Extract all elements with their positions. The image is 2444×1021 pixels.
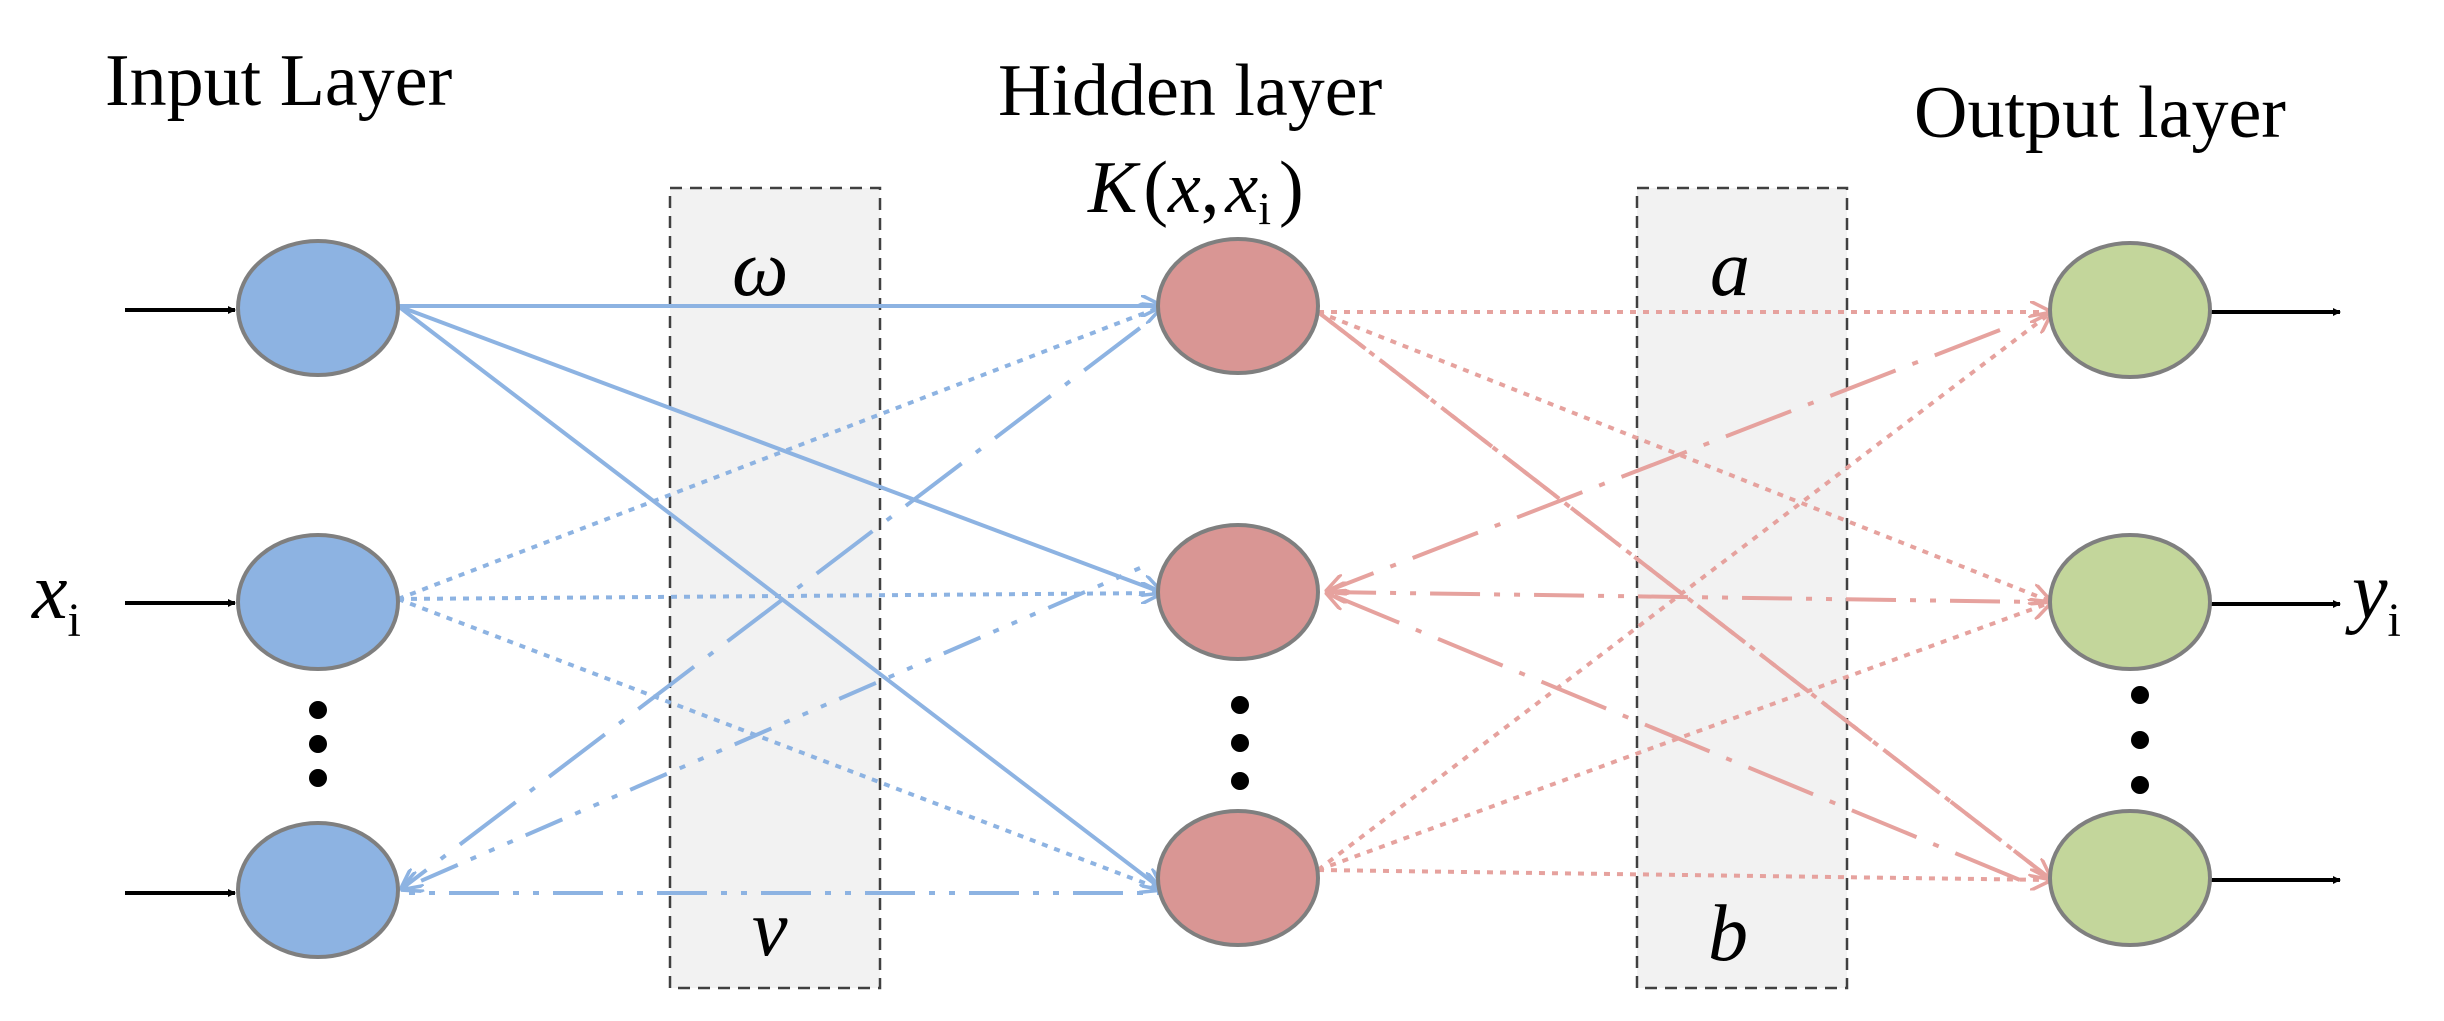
output-node <box>2048 809 2212 947</box>
connection-feedback-dashdotdot <box>400 566 1141 890</box>
input-ellipsis-dot <box>309 769 327 787</box>
input-hidden-connections <box>397 304 1163 895</box>
output-ellipsis-dot <box>2131 686 2149 704</box>
connection-feedback-dashdot <box>1325 592 2021 882</box>
weight-v-label: v <box>752 885 788 973</box>
input-layer-nodes <box>236 239 400 959</box>
weight-b-label: b <box>1708 890 1748 978</box>
output-variable-label: yi <box>2345 548 2401 647</box>
input-node <box>236 533 400 671</box>
output-arrows <box>2210 308 2341 884</box>
input-node <box>236 821 400 959</box>
connection-feedback-dashdot <box>400 326 1142 890</box>
hidden-ellipsis-dot <box>1231 772 1249 790</box>
connection-dotted <box>1317 310 2052 602</box>
hidden-ellipsis-dot <box>1231 696 1249 714</box>
hidden-node <box>1156 523 1320 661</box>
input-arrows <box>125 306 236 897</box>
hidden-node <box>1156 237 1320 375</box>
output-ellipsis-dot <box>2131 731 2149 749</box>
connection-feedback-dashdotdot <box>1325 592 2041 604</box>
output-ellipsis-dot <box>2131 776 2149 794</box>
connection-dotted <box>397 593 1163 599</box>
hidden-output-connections <box>1316 310 2054 882</box>
connection-dotted <box>1317 602 2052 872</box>
input-layer-title: Input Layer <box>105 40 452 122</box>
hidden-ellipsis-dot <box>1231 734 1249 752</box>
input-variable-label: xi <box>31 548 81 647</box>
ellipsis-dots <box>309 686 2149 794</box>
connection-solid <box>397 304 1163 593</box>
connection-long-dash <box>1316 310 2054 882</box>
connection-dotted <box>1317 868 2052 880</box>
input-ellipsis-dot <box>309 735 327 753</box>
hidden-node <box>1156 809 1320 947</box>
output-layer-title: Output layer <box>1914 72 2286 154</box>
output-node <box>2048 241 2212 379</box>
input-ellipsis-dot <box>309 701 327 719</box>
hidden-layer-nodes <box>1156 237 1320 947</box>
weight-a-label: a <box>1710 225 1750 313</box>
weight-omega-label: ω <box>732 225 788 313</box>
kernel-function-label: K(x,xi) <box>1087 147 1304 234</box>
output-layer-nodes <box>2048 241 2212 947</box>
output-node <box>2048 533 2212 671</box>
connection-feedback-dashdot <box>1325 328 2001 592</box>
input-node <box>236 239 400 377</box>
weight-box-omega-v <box>668 186 882 990</box>
connection-dotted <box>1316 312 2052 872</box>
hidden-layer-title: Hidden layer <box>998 50 1382 132</box>
